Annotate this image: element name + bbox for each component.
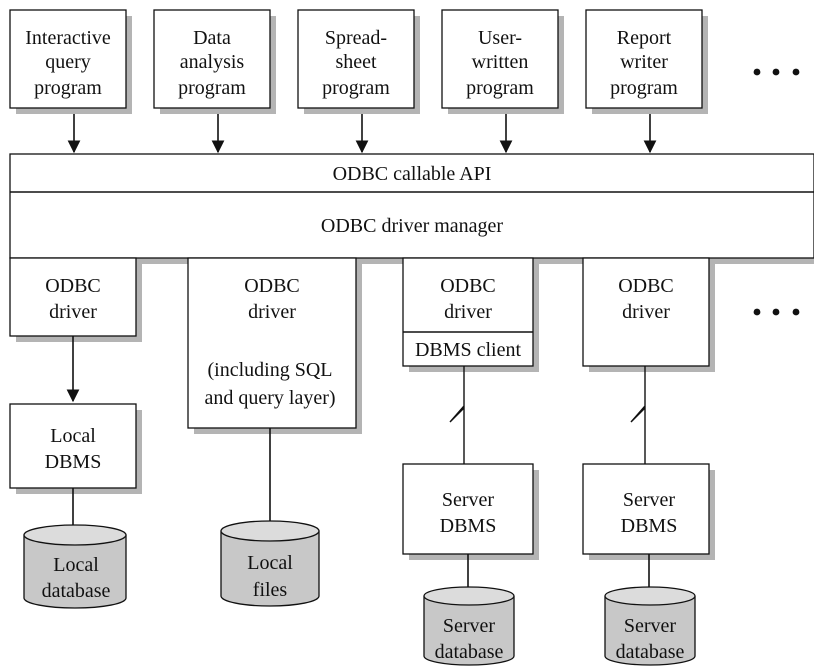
driver-2-line-1: ODBC bbox=[244, 275, 300, 297]
program-interactive-query-line-2: query bbox=[45, 51, 91, 73]
odbc-driver-server-1: ODBC driver DBMS client bbox=[402, 257, 539, 372]
network-link-server-1 bbox=[449, 366, 465, 464]
program-user-written: User- written program bbox=[441, 9, 564, 114]
program-spreadsheet-line-3: program bbox=[322, 77, 390, 99]
driver-4-line-1: ODBC bbox=[618, 275, 674, 297]
program-report-writer-line-2: writer bbox=[620, 51, 668, 73]
program-interactive-query-line-3: program bbox=[34, 77, 102, 99]
program-spreadsheet-line-2: sheet bbox=[335, 51, 377, 73]
odbc-driver-manager-label: ODBC driver manager bbox=[321, 215, 504, 237]
driver-3-line-2: driver bbox=[444, 301, 492, 323]
program-interactive-query-line-1: Interactive bbox=[25, 27, 111, 49]
program-spreadsheet-line-1: Spread- bbox=[325, 27, 387, 49]
driver-1-line-1: ODBC bbox=[45, 275, 101, 297]
local-dbms-line-2: DBMS bbox=[45, 451, 102, 473]
network-link-server-2 bbox=[630, 366, 646, 464]
odbc-driver-server-2: ODBC driver bbox=[582, 257, 715, 372]
local-files-cylinder: Local files bbox=[220, 520, 320, 607]
server-dbms-2-box: Server DBMS bbox=[582, 463, 715, 560]
local-files-line-1: Local bbox=[247, 552, 293, 574]
program-report-writer: Report writer program bbox=[585, 9, 708, 114]
server-dbms-2-line-1: Server bbox=[623, 489, 676, 511]
more-programs-ellipsis-icon bbox=[753, 68, 800, 76]
driver-2-extra-line-1: (including SQL bbox=[208, 359, 333, 381]
driver-1-line-2: driver bbox=[49, 301, 97, 323]
odbc-api-and-manager: ODBC callable API ODBC driver manager bbox=[9, 153, 814, 264]
dbms-client-label: DBMS client bbox=[415, 339, 522, 361]
driver-3-line-1: ODBC bbox=[440, 275, 496, 297]
program-interactive-query: Interactive query program bbox=[9, 9, 132, 114]
server-dbms-1-line-2: DBMS bbox=[440, 515, 497, 537]
local-database-cylinder: Local database bbox=[23, 524, 127, 609]
driver-2-extra-line-2: and query layer) bbox=[204, 387, 335, 409]
program-spreadsheet: Spread- sheet program bbox=[297, 9, 420, 114]
program-report-writer-line-3: program bbox=[610, 77, 678, 99]
driver-4-line-2: driver bbox=[622, 301, 670, 323]
local-database-line-1: Local bbox=[53, 554, 99, 576]
odbc-driver-local-dbms: ODBC driver bbox=[9, 257, 142, 342]
local-files-line-2: files bbox=[253, 579, 288, 601]
program-data-analysis-line-2: analysis bbox=[180, 51, 245, 73]
odbc-driver-local-files: ODBC driver (including SQL and query lay… bbox=[187, 257, 362, 434]
driver-2-line-2: driver bbox=[248, 301, 296, 323]
program-user-written-line-3: program bbox=[466, 77, 534, 99]
local-dbms-line-1: Local bbox=[50, 425, 96, 447]
program-user-written-line-2: written bbox=[472, 51, 529, 73]
server-database-2-line-2: database bbox=[616, 641, 685, 663]
server-database-1-line-2: database bbox=[435, 641, 504, 663]
server-dbms-1-box: Server DBMS bbox=[402, 463, 539, 560]
program-user-written-line-1: User- bbox=[478, 27, 522, 49]
server-database-2-cylinder: Server database bbox=[604, 586, 696, 666]
server-database-2-line-1: Server bbox=[624, 615, 677, 637]
server-dbms-1-line-1: Server bbox=[442, 489, 495, 511]
local-dbms-box: Local DBMS bbox=[9, 403, 142, 494]
program-report-writer-line-1: Report bbox=[617, 27, 672, 49]
server-database-1-cylinder: Server database bbox=[423, 586, 515, 666]
server-dbms-2-line-2: DBMS bbox=[621, 515, 678, 537]
local-database-line-2: database bbox=[42, 580, 111, 602]
more-drivers-ellipsis-icon bbox=[753, 308, 800, 316]
server-database-1-line-1: Server bbox=[443, 615, 496, 637]
program-data-analysis-line-3: program bbox=[178, 77, 246, 99]
odbc-callable-api-label: ODBC callable API bbox=[333, 163, 492, 185]
program-data-analysis-line-1: Data bbox=[193, 27, 231, 49]
program-data-analysis: Data analysis program bbox=[153, 9, 276, 114]
